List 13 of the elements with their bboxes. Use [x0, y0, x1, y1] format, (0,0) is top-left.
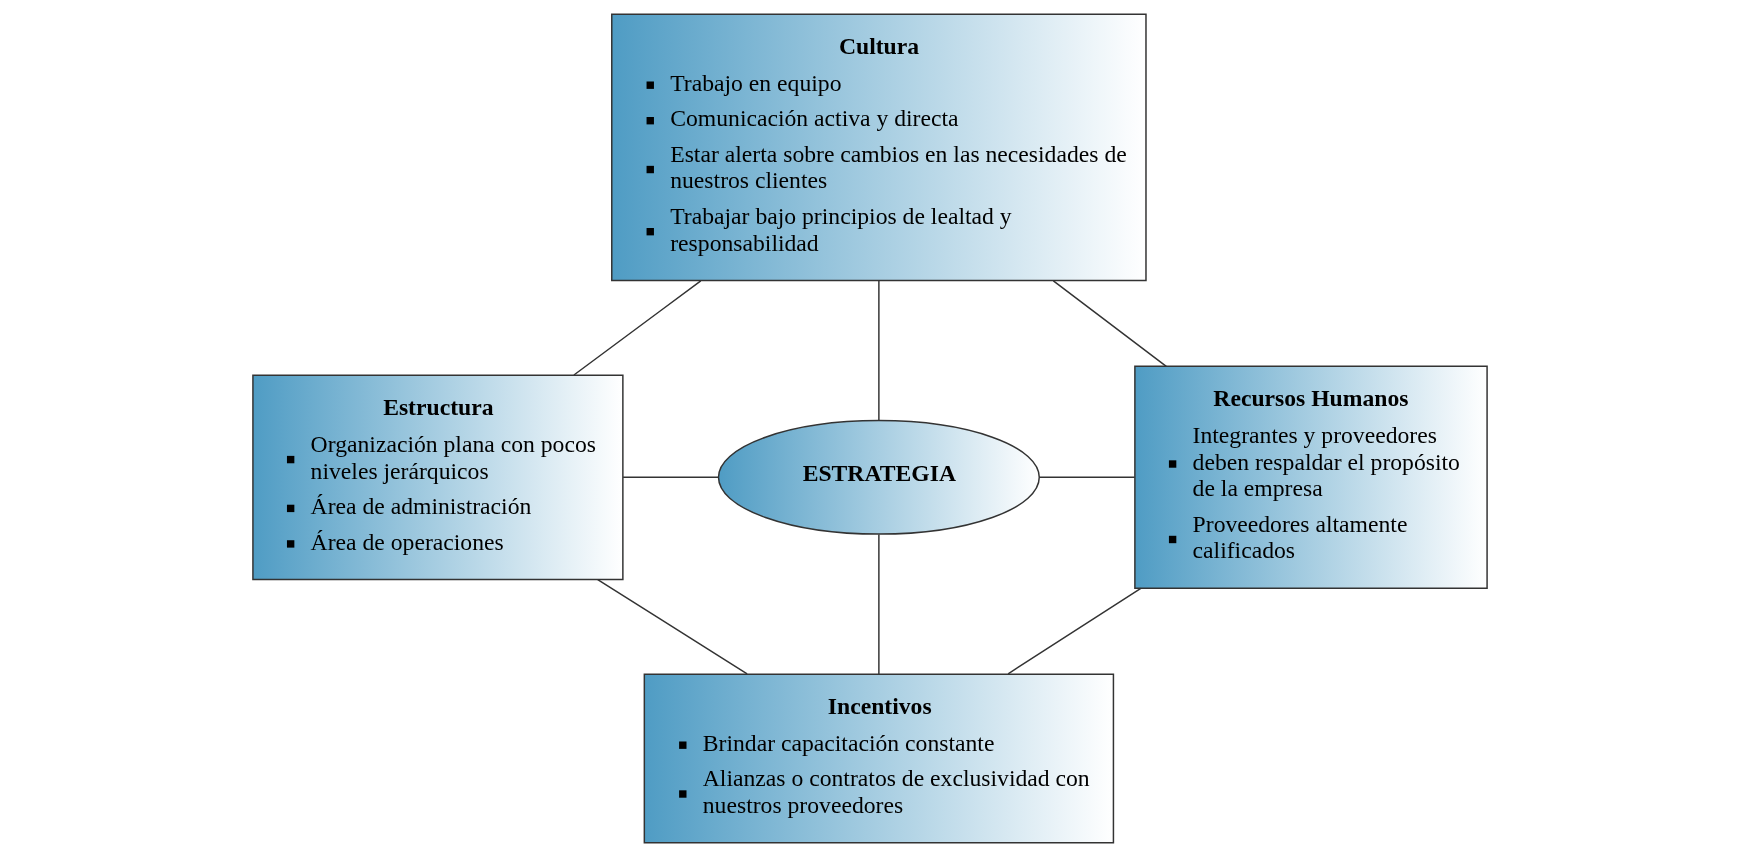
connector: [877, 533, 880, 675]
connector: [596, 578, 748, 675]
node-box: Cultura Trabajo en equipo Comunicación activa y directa Estar alerta sobre cambios en las necesidades de nuestros clientes Trabajar bajo principios de lealtad y responsabilidad: [610, 13, 1147, 282]
node-box: Incentivos Brindar capacitación constante Alianzas o contratos de exclusividad con nuestros proveedores: [643, 673, 1114, 844]
connector: [1038, 476, 1135, 479]
node-box: Recursos Humanos Integrantes y proveedores deben respaldar el propósito de la empresa Proveedores altamente calificados: [1133, 365, 1488, 590]
node-ellipse: ESTRATEGIA: [717, 419, 1040, 535]
connector: [572, 280, 701, 376]
node-box: Estructura Organización plana con pocos niveles jerárquicos Área de administración Área de operaciones: [251, 374, 624, 581]
connector: [621, 476, 719, 479]
connector: [1006, 587, 1142, 675]
connector: [877, 280, 880, 422]
connector: [1052, 280, 1167, 368]
